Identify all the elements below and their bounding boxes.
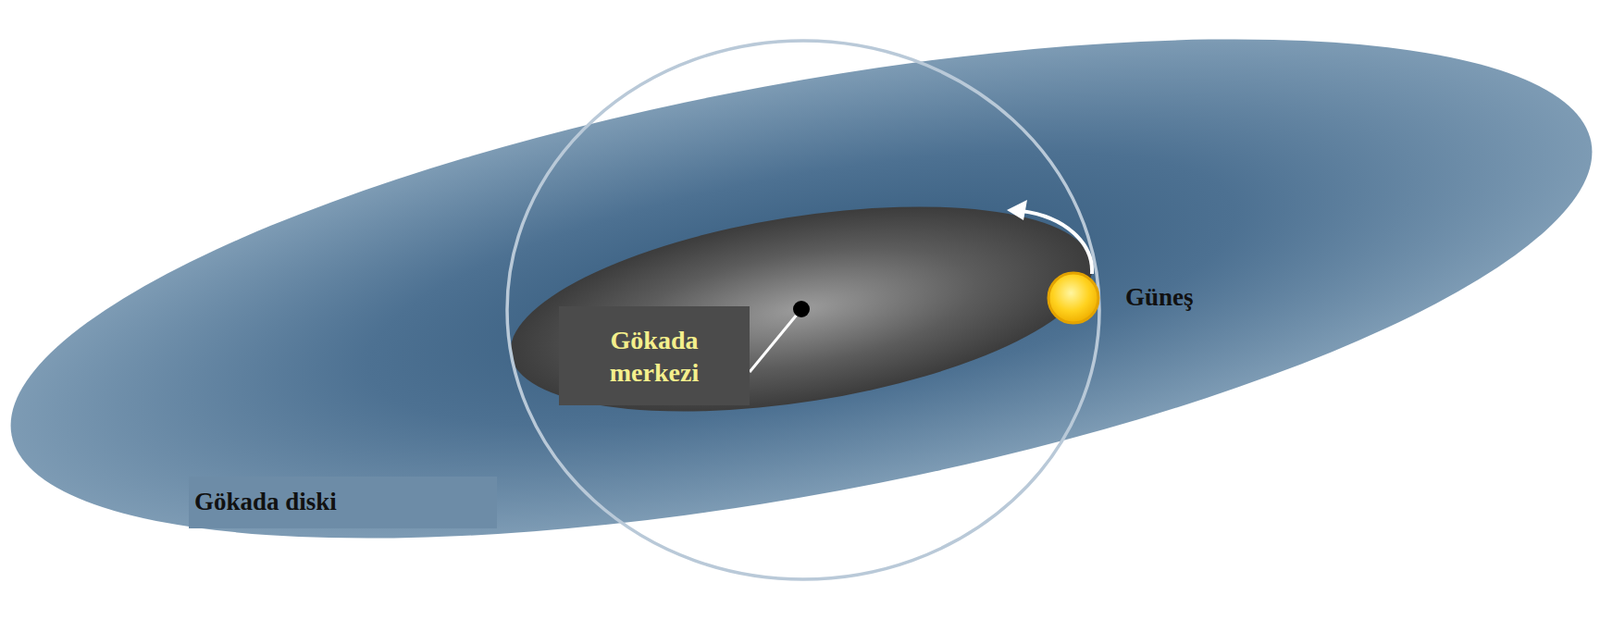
disk-label-box: Gökada diski [188, 476, 497, 529]
leader-line [749, 309, 802, 373]
sun-label: Güneş [1125, 282, 1194, 314]
center-label: Gökada merkezi [589, 323, 720, 389]
center-label-box: Gökada merkezi [558, 306, 750, 406]
sun-label-box: Güneş [1116, 277, 1207, 319]
center-dot [793, 300, 810, 318]
arrow-head [1006, 199, 1028, 221]
motion-arrow [1021, 210, 1092, 274]
sun-symbol [1048, 272, 1099, 323]
galaxy-bulge [496, 171, 1106, 447]
disk-label: Gökada diski [194, 486, 337, 519]
solar-orbit [507, 40, 1100, 580]
